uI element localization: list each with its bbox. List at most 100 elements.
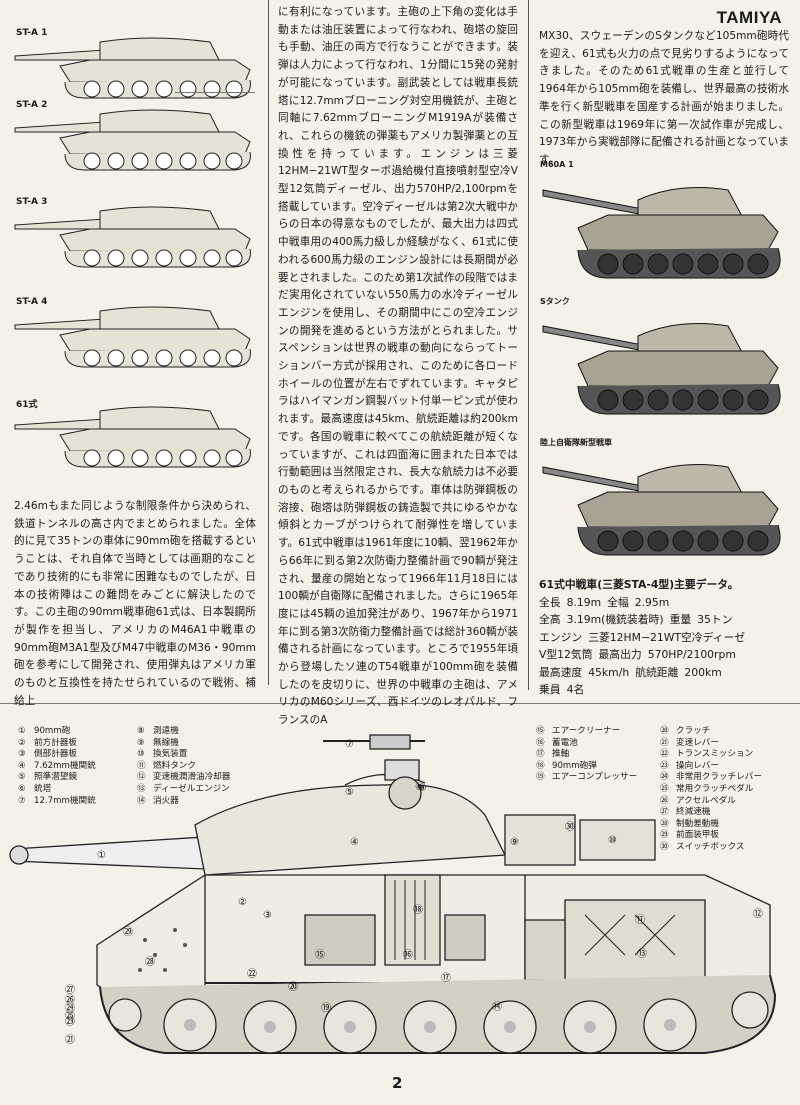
tank-elevation-label: 61式: [16, 400, 38, 410]
spec-cell: エンジン: [539, 630, 583, 644]
legend-text: アクセルペダル: [676, 795, 736, 806]
cutaway-callout: ⑲: [321, 1002, 331, 1014]
legend-number: ㉗: [660, 807, 669, 818]
legend-number: ㉙: [660, 830, 669, 841]
legend-text: ディーゼルエンジン: [153, 783, 230, 794]
spec-cell: V型12気筒: [539, 648, 593, 661]
legend-text: 制動差動機: [676, 818, 719, 829]
legend-number: ①: [18, 726, 26, 736]
legend-text: 終減速機: [676, 807, 711, 818]
legend-number: ⑨: [137, 737, 145, 748]
tank-photo-label: 陸上自衛隊新型戦車: [540, 438, 612, 447]
legend-text: 前方計器板: [34, 737, 77, 748]
spec-cell: 全高: [539, 613, 561, 626]
legend-number: ⑤: [18, 772, 26, 783]
cutaway-callout: ㉒: [247, 968, 257, 980]
cutaway-callout: ⑮: [315, 949, 325, 961]
legend-number: ㉑: [660, 737, 669, 748]
cutaway-callout: ⑤: [345, 787, 354, 798]
column-2-text: に有利になっています。主砲の上下角の変化は手動または油圧装置によって行なわれ、砲…: [278, 4, 518, 730]
spec-cell: 重量: [669, 613, 692, 626]
column-3-paragraph: MX30、スウェーデンのSタンクなど105mm砲時代を迎え、61式も火力の点で見…: [539, 30, 789, 166]
legend-text: クラッチ: [676, 726, 711, 736]
spec-cell: 8.19m: [566, 595, 602, 609]
spec-cell: 三菱12HM−21WT空冷ディーゼ: [588, 630, 746, 644]
legend-text: 変速機潤滑油冷却器: [153, 772, 231, 783]
cutaway-callout: ⑱: [413, 904, 423, 916]
legend-text: 測遠機: [153, 726, 179, 736]
column-3-text: MX30、スウェーデンのSタンクなど105mm砲時代を迎え、61式も火力の点で見…: [539, 28, 789, 170]
legend-text: 12.7mm機関銃: [34, 795, 96, 806]
tank-photo-label: M60A 1: [540, 160, 574, 169]
cutaway-callout: ㉓: [65, 1016, 75, 1028]
section-divider: [0, 703, 800, 704]
legend-number: ⑪: [137, 760, 146, 771]
legend-number: ⑳: [660, 726, 669, 736]
spec-cell: 最高出力: [598, 648, 642, 661]
tank-elevation-drawing: [14, 37, 251, 99]
legend-number: ③: [18, 749, 26, 760]
spec-cell: 570HP/2100rpm: [647, 648, 736, 661]
legend-text: 7.62mm機関銃: [34, 760, 96, 771]
legend-text: 操向レバー: [676, 760, 719, 771]
legend-text: 銃塔: [34, 783, 52, 794]
spec-cell: 全幅: [607, 595, 629, 609]
tank-elevation-label: ST-A 1: [16, 28, 48, 38]
cutaway-callout: ②: [238, 897, 247, 908]
tank-photo-label: Sタンク: [540, 297, 570, 306]
legend-text: トランスミッション: [676, 749, 754, 760]
legend-text: 非常用クラッチレバー: [676, 772, 762, 783]
legend-text: 照準潜望鏡: [34, 772, 77, 783]
legend-number: ④: [18, 760, 26, 771]
spec-cell: 2.95m: [634, 595, 670, 609]
legend-number: ⑯: [536, 737, 545, 748]
legend-number: ㉒: [660, 749, 669, 760]
cutaway-callout: ㉖: [65, 994, 75, 1006]
cutaway-callout: ⑥: [415, 782, 424, 793]
tank-elevation-drawing: [14, 406, 251, 468]
spec-cell: 乗員: [539, 683, 561, 696]
cutaway-callout: ①: [97, 850, 106, 861]
cutaway-callout: ⑳: [288, 981, 298, 993]
column-2-paragraph: に有利になっています。主砲の上下角の変化は手動または油圧装置によって行なわれ、砲…: [278, 6, 518, 727]
spec-cell: 4名: [566, 683, 585, 696]
legend-number: ㉚: [660, 841, 669, 852]
cutaway-callout: ⑫: [753, 908, 763, 920]
column-1-paragraph: 2.46mもまた同じような制限条件から決められ、鉄道トンネルの高さ内でまとめられ…: [14, 500, 256, 707]
legend-item: ④ 7.62mm機関銃: [18, 761, 96, 773]
legend-text: 無線機: [153, 737, 179, 748]
tank-photo-drawing: [542, 187, 781, 279]
tank-photo-drawing: [542, 464, 781, 556]
legend-number: ⑭: [137, 795, 146, 806]
spec-cell: 3.19m(機銃装着時): [566, 613, 664, 626]
tank-elevation-label: ST-A 4: [16, 297, 48, 307]
brand-logo: TAMIYA: [716, 8, 782, 27]
legend-number: ⑦: [18, 795, 26, 806]
cutaway-callout: ③: [263, 910, 272, 921]
legend-text: 90mm砲: [34, 726, 71, 736]
tank-elevation-label: ST-A 2: [16, 100, 48, 110]
legend-item: ① 90mm砲: [18, 726, 96, 738]
spec-cell: 45km/h: [588, 665, 630, 679]
legend-number: ⑧: [137, 726, 145, 736]
